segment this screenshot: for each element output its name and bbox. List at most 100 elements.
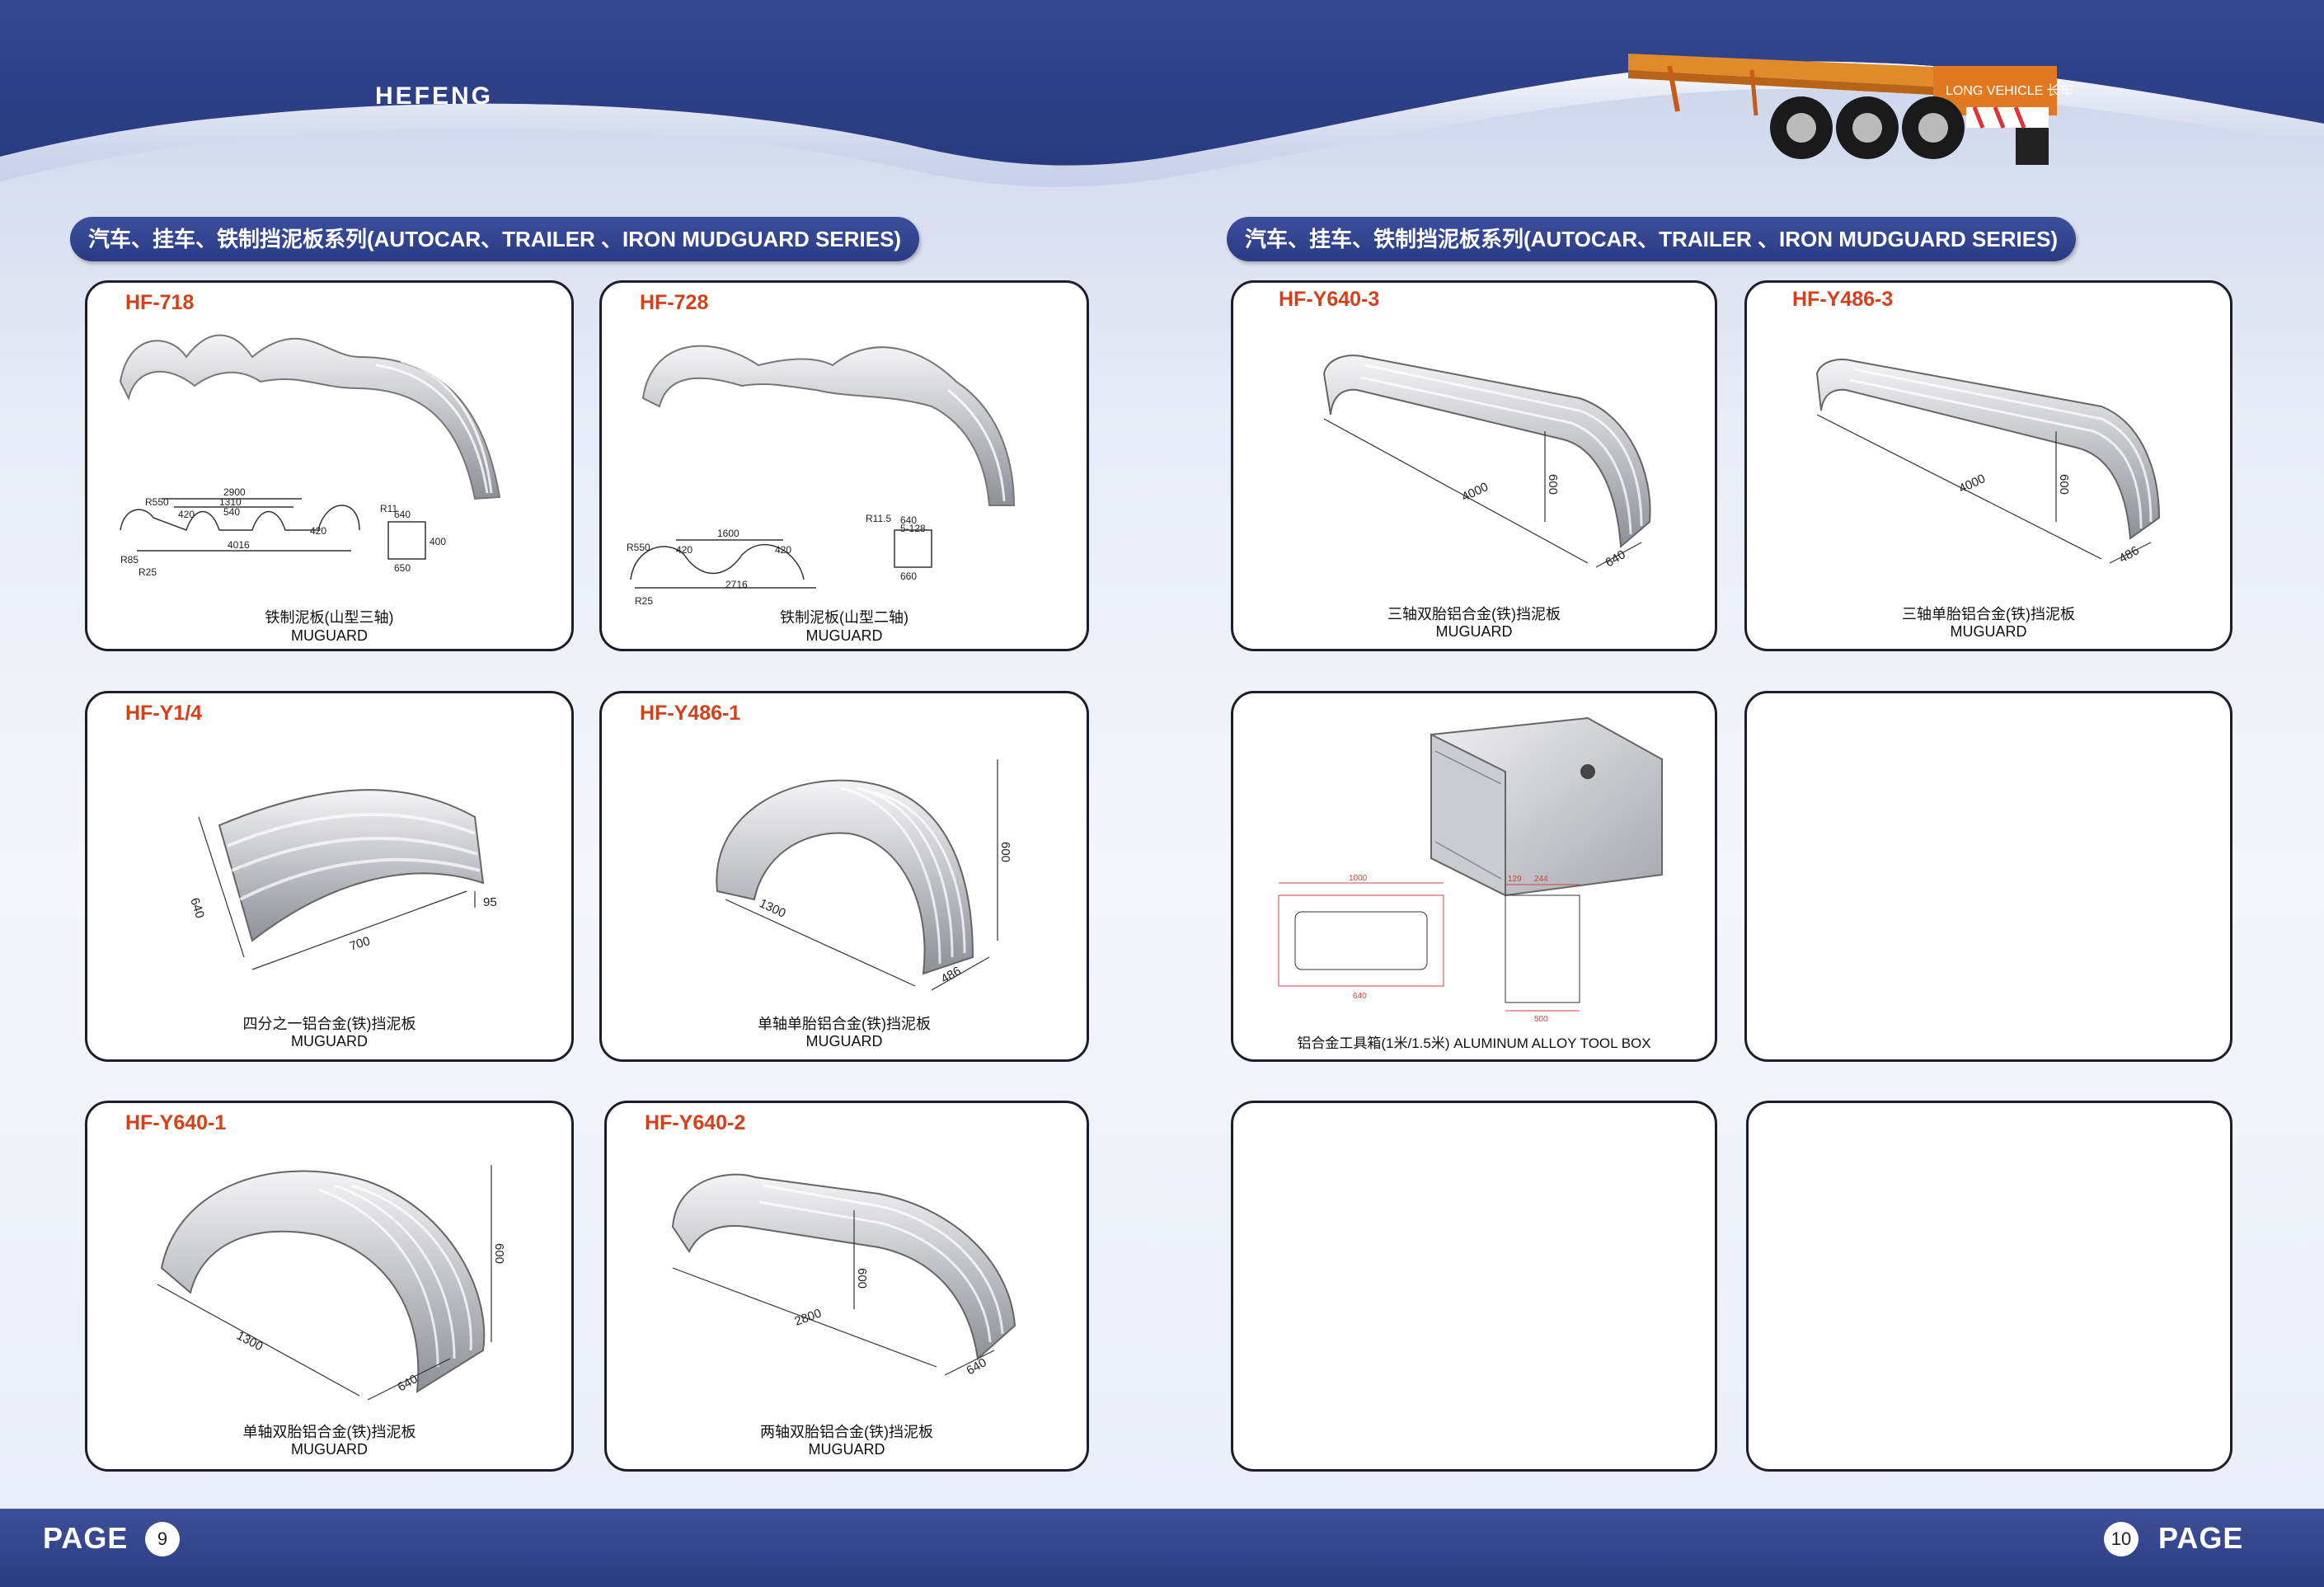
dim-2800: 2800 bbox=[793, 1306, 824, 1328]
dim-r25: R25 bbox=[139, 566, 157, 578]
product-card-toolbox: 1000 640 500 129 244 铝合金工具箱(1米/1.5米) ALU… bbox=[1231, 691, 1717, 1062]
product-name-cn: 铁制泥板(山型二轴) bbox=[780, 609, 908, 626]
mudguard-double-axle-image: 1600 420 420 2716 640 660 5-128 R550 R11… bbox=[627, 345, 1016, 607]
product-name-cn: 三轴单胎铝合金(铁)挡泥板 bbox=[1902, 606, 2075, 622]
product-name-cn: 单轴双胎铝合金(铁)挡泥板 bbox=[242, 1424, 416, 1440]
aluminum-tool-box-image: 1000 640 500 129 244 bbox=[1278, 716, 1663, 1024]
double-axle-dual-tire-mudguard-image: 2800 600 640 bbox=[671, 1173, 1016, 1378]
dim-1300: 1300 bbox=[757, 896, 787, 921]
dim-1300: 1300 bbox=[234, 1329, 265, 1355]
dim-640: 640 bbox=[1603, 547, 1628, 570]
dim-640: 640 bbox=[1353, 992, 1367, 1001]
dim-2900: 2900 bbox=[223, 486, 246, 498]
dim-540: 540 bbox=[223, 506, 240, 518]
dim-640: 640 bbox=[965, 1355, 989, 1378]
product-code: HF-Y486-3 bbox=[1792, 288, 1894, 311]
product-name-en: MUGUARD bbox=[291, 1441, 368, 1458]
empty-card-2 bbox=[1231, 1101, 1717, 1472]
dim-129: 129 bbox=[1508, 875, 1522, 884]
dim-r85: R85 bbox=[120, 554, 139, 566]
product-name-en: MUGUARD bbox=[291, 1033, 368, 1049]
product-name-cn: 三轴双胎铝合金(铁)挡泥板 bbox=[1387, 606, 1561, 622]
single-axle-dual-tire-mudguard-image: 1300 600 640 bbox=[157, 1165, 506, 1401]
dim-600: 600 bbox=[855, 1268, 869, 1289]
dim-640: 640 bbox=[900, 514, 917, 526]
dim-r11: R11 bbox=[380, 503, 397, 514]
footer-page-label-left: PAGE bbox=[43, 1521, 129, 1555]
product-name-cn: 两轴双胎铝合金(铁)挡泥板 bbox=[760, 1424, 933, 1440]
product-name-cn: 四分之一铝合金(铁)挡泥板 bbox=[242, 1016, 416, 1032]
dim-4000: 4000 bbox=[1460, 480, 1491, 505]
right-section-title: 汽车、挂车、铁制挡泥板系列(AUTOCAR、TRAILER 、IRON MUDG… bbox=[1227, 217, 2077, 261]
dim-500: 500 bbox=[1534, 1015, 1548, 1024]
trailer-wheels bbox=[1770, 96, 1965, 159]
dim-244: 244 bbox=[1534, 875, 1548, 884]
triple-axle-single-tire-mudguard-image: 4000 600 486 bbox=[1815, 359, 2161, 566]
dim-420-right: 420 bbox=[310, 525, 326, 537]
product-card-hfy14: HF-Y1/4 640 700 95 四分之一铝合金(铁)挡泥板 MUGUARD bbox=[85, 691, 574, 1062]
product-card-hfy6402: HF-Y640-2 2800 600 640 两轴双胎铝合金(铁)挡泥板 MUG… bbox=[604, 1101, 1089, 1472]
header-band bbox=[0, 0, 2324, 187]
left-section-title: 汽车、挂车、铁制挡泥板系列(AUTOCAR、TRAILER 、IRON MUDG… bbox=[70, 217, 920, 261]
dim-650: 650 bbox=[394, 562, 411, 574]
dim-4000: 4000 bbox=[1957, 472, 1988, 496]
toolbox-caption: 铝合金工具箱(1米/1.5米) ALUMINUM ALLOY TOOL BOX bbox=[1297, 1035, 1651, 1051]
dim-660: 660 bbox=[900, 570, 917, 582]
dim-400: 400 bbox=[430, 536, 446, 547]
product-card-hf718: HF-718 2900 1310 540 420 420 4016 640 65… bbox=[85, 280, 574, 651]
dim-95: 95 bbox=[483, 895, 497, 909]
dim-r11: R11.5 bbox=[866, 513, 891, 524]
quarter-mudguard-image: 640 700 95 bbox=[187, 789, 497, 970]
product-card-hfy4861: HF-Y486-1 1300 600 486 单轴单胎铝合金(铁)挡泥板 MUG… bbox=[599, 691, 1089, 1062]
empty-card-3 bbox=[1746, 1101, 2232, 1472]
dim-420-left: 420 bbox=[178, 509, 195, 520]
mudguard-triple-axle-image bbox=[119, 334, 501, 500]
dim-r25: R25 bbox=[635, 595, 653, 607]
dim-600: 600 bbox=[1546, 474, 1560, 495]
footer-page-label-right: PAGE bbox=[2158, 1521, 2244, 1555]
dim-420-right: 420 bbox=[775, 544, 791, 556]
single-axle-single-tire-mudguard-image: 1300 600 486 bbox=[716, 759, 1012, 991]
dim-486: 486 bbox=[2117, 543, 2142, 566]
product-name-en: MUGUARD bbox=[808, 1441, 885, 1458]
footer-band bbox=[0, 1509, 2324, 1587]
dim-4016: 4016 bbox=[228, 539, 250, 551]
product-code: HF-Y640-3 bbox=[1279, 288, 1380, 311]
trailer-plate-text: LONG VEHICLE 长车 bbox=[1946, 83, 2073, 98]
product-name-en: MUGUARD bbox=[1435, 623, 1513, 640]
dim-600: 600 bbox=[2057, 474, 2071, 495]
empty-card-1 bbox=[1744, 691, 2232, 1062]
hf718-dimension-drawing: 2900 1310 540 420 420 4016 640 650 400 R… bbox=[120, 486, 446, 578]
dim-600: 600 bbox=[998, 842, 1012, 862]
product-code: HF-Y640-2 bbox=[645, 1111, 746, 1134]
triple-axle-dual-tire-mudguard-image: 4000 600 640 bbox=[1322, 354, 1651, 570]
dim-640: 640 bbox=[187, 896, 207, 920]
page-number-right: 10 bbox=[2104, 1522, 2139, 1556]
dim-420-left: 420 bbox=[676, 544, 693, 556]
trailer-photo: LONG VEHICLE 长车 bbox=[1628, 54, 2073, 165]
product-code: HF-Y1/4 bbox=[125, 702, 203, 725]
product-code: HF-728 bbox=[640, 291, 709, 314]
dim-r550: R550 bbox=[627, 542, 650, 553]
dim-5-128: 5-128 bbox=[900, 523, 926, 534]
product-code: HF-Y640-1 bbox=[125, 1111, 227, 1134]
dim-600: 600 bbox=[492, 1243, 506, 1264]
product-name-cn: 单轴单胎铝合金(铁)挡泥板 bbox=[758, 1016, 931, 1032]
product-card-hfy6401: HF-Y640-1 1300 600 640 单轴双胎铝合金(铁)挡泥板 MUG… bbox=[85, 1101, 574, 1472]
dim-r550: R550 bbox=[145, 496, 169, 508]
product-name-en: MUGUARD bbox=[1950, 623, 2027, 640]
page-number-left: 9 bbox=[145, 1522, 180, 1556]
brand-name: HEFENG bbox=[375, 82, 494, 110]
product-name-en: MUGUARD bbox=[805, 627, 883, 644]
dim-2716: 2716 bbox=[725, 579, 748, 590]
dim-1600: 1600 bbox=[717, 528, 739, 539]
dim-700: 700 bbox=[348, 934, 372, 954]
product-card-hfy4863: HF-Y486-3 4000 600 486 三轴单胎铝合金(铁)挡泥板 MUG… bbox=[1744, 280, 2232, 651]
dim-1310: 1310 bbox=[219, 496, 242, 508]
product-code: HF-Y486-1 bbox=[640, 702, 741, 725]
dim-640: 640 bbox=[394, 509, 411, 520]
product-code: HF-718 bbox=[125, 291, 195, 314]
product-card-hf728: HF-728 1600 420 420 2716 640 660 5-128 R… bbox=[599, 280, 1089, 651]
product-name-en: MUGUARD bbox=[805, 1033, 883, 1049]
dim-1000: 1000 bbox=[1349, 874, 1368, 883]
